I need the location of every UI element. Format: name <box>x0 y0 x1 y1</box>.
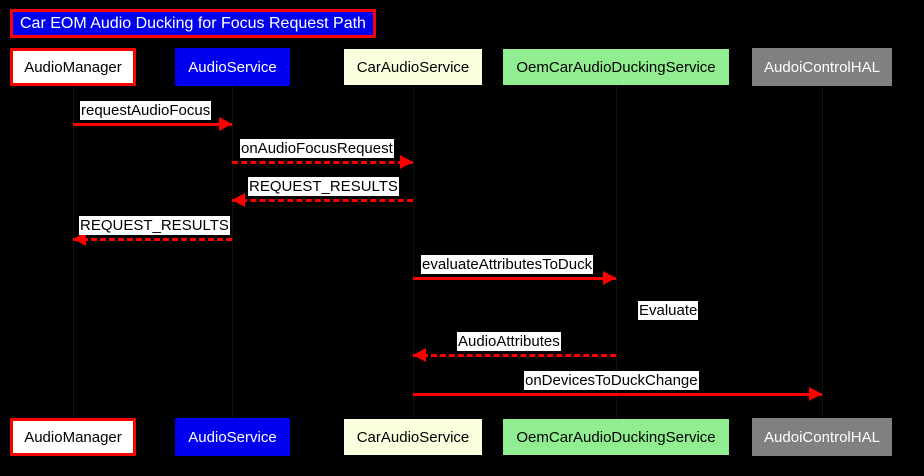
participant-header-oem-car-audio-ducking-service[interactable]: OemCarAudioDuckingService <box>502 48 730 86</box>
participant-header-car-audio-service[interactable]: CarAudioService <box>343 48 483 86</box>
arrowhead-left-icon <box>73 232 86 246</box>
participant-label: AudioService <box>188 428 277 446</box>
participant-label: AudoiControlHAL <box>764 428 880 446</box>
lifeline-audio-service <box>232 86 233 418</box>
arrowhead-right-icon <box>603 271 616 285</box>
lifeline-car-audio-service <box>413 86 414 418</box>
participant-label: CarAudioService <box>356 428 470 446</box>
participant-footer-audio-manager[interactable]: AudioManager <box>10 418 136 456</box>
arrowhead-left-icon <box>413 348 426 362</box>
participant-label: OemCarAudioDuckingService <box>516 58 716 76</box>
message-line <box>413 393 822 396</box>
arrowhead-right-icon <box>809 387 822 401</box>
diagram-title: Car EOM Audio Ducking for Focus Request … <box>10 9 376 38</box>
participant-label: AudioManager <box>24 58 122 76</box>
participant-footer-audoi-control-hal[interactable]: AudoiControlHAL <box>752 418 892 456</box>
participant-footer-audio-service[interactable]: AudioService <box>175 418 290 456</box>
participant-header-audio-manager[interactable]: AudioManager <box>10 48 136 86</box>
message-label: onAudioFocusRequest <box>240 139 394 158</box>
message-label: evaluateAttributesToDuck <box>421 255 594 274</box>
participant-label: OemCarAudioDuckingService <box>516 428 716 446</box>
participant-header-audio-service[interactable]: AudioService <box>175 48 290 86</box>
message-line <box>413 354 616 357</box>
message-label: REQUEST_RESULTS <box>248 177 399 196</box>
participant-footer-oem-car-audio-ducking-service[interactable]: OemCarAudioDuckingService <box>502 418 730 456</box>
lifeline-oem-car-audio-ducking-service <box>616 86 617 418</box>
participant-label: CarAudioService <box>356 58 470 76</box>
participant-label: AudoiControlHAL <box>764 58 880 76</box>
message-line <box>73 238 232 241</box>
message-line <box>232 161 413 164</box>
message-label: REQUEST_RESULTS <box>79 216 230 235</box>
participant-header-audoi-control-hal[interactable]: AudoiControlHAL <box>752 48 892 86</box>
arrowhead-right-icon <box>219 117 232 131</box>
arrowhead-right-icon <box>400 155 413 169</box>
participant-label: AudioService <box>188 58 277 76</box>
message-line <box>232 199 413 202</box>
participant-footer-car-audio-service[interactable]: CarAudioService <box>343 418 483 456</box>
message-label: onDevicesToDuckChange <box>524 371 699 390</box>
lifeline-audoi-control-hal <box>822 86 823 418</box>
arrowhead-left-icon <box>232 193 245 207</box>
message-label: requestAudioFocus <box>80 101 212 120</box>
lifeline-audio-manager <box>73 86 74 418</box>
message-line <box>413 277 616 280</box>
message-line <box>73 123 232 126</box>
message-label: AudioAttributes <box>457 332 561 351</box>
note-evaluate-note: Evaluate <box>638 301 699 320</box>
participant-label: AudioManager <box>24 428 122 446</box>
